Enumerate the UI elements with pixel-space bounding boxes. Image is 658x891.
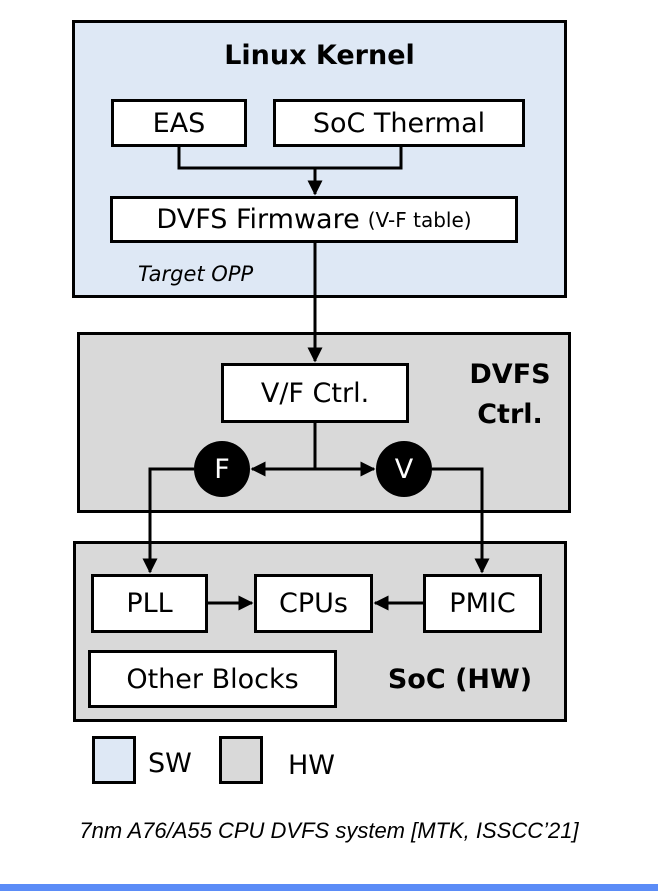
legend-hw-label: HW (288, 750, 335, 781)
dvfs-firmware-block: DVFS Firmware (V-F table) (110, 196, 518, 243)
v-to-pmic-arrow (432, 467, 490, 574)
linux-kernel-title: Linux Kernel (224, 40, 415, 71)
dvfs-ctrl-title: DVFS Ctrl. (455, 355, 565, 435)
soc-hw-title: SoC (HW) (387, 664, 533, 695)
frequency-node: F (194, 441, 250, 497)
target-opp-label: Target OPP (138, 262, 254, 286)
voltage-node: V (376, 441, 432, 497)
cpus-block: CPUs (254, 574, 373, 633)
pll-block: PLL (91, 574, 208, 633)
legend-sw-swatch (92, 736, 136, 784)
vf-table-note: (V-F table) (367, 207, 472, 232)
figure-caption: 7nm A76/A55 CPU DVFS system [MTK, ISSCC’… (79, 818, 579, 843)
soc-thermal-block: SoC Thermal (273, 99, 525, 147)
other-blocks-block: Other Blocks (88, 650, 337, 708)
bottom-accent-rule (0, 884, 658, 891)
legend-hw-swatch (219, 736, 263, 784)
linux-kernel-region (72, 20, 567, 298)
eas-thermal-merge-wire (177, 147, 403, 170)
eas-block: EAS (111, 99, 247, 147)
dvfs-firmware-label: DVFS Firmware (156, 204, 360, 235)
dvfs-ctrl-title-line2: Ctrl. (477, 399, 543, 430)
pmic-block: PMIC (423, 574, 542, 633)
f-to-pll-arrow (142, 467, 194, 574)
vf-ctrl-block: V/F Ctrl. (221, 363, 409, 423)
legend-sw-label: SW (148, 748, 192, 779)
dvfs-ctrl-title-line1: DVFS (469, 359, 551, 390)
